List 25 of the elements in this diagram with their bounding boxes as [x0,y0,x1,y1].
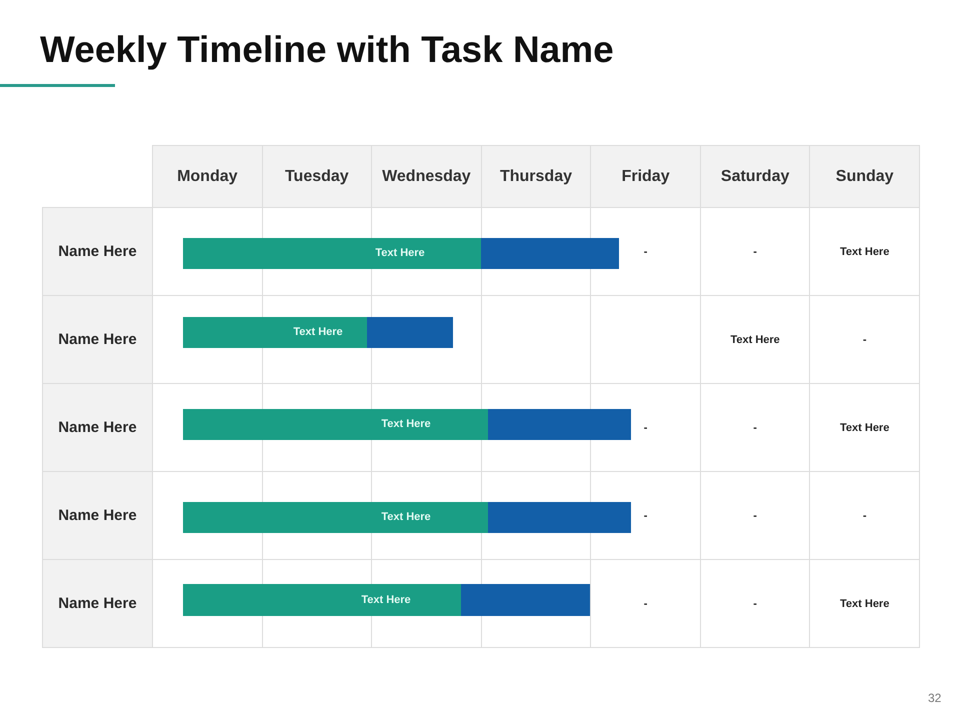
column-header: Saturday [700,145,810,208]
row-header: Name Here [42,207,153,296]
task-bar-segment [488,409,631,440]
task-bar-segment [488,502,631,533]
task-bar-segment [367,317,453,348]
row-header: Name Here [42,383,153,472]
column-header: Thursday [480,145,592,208]
column-header: Wednesday [371,145,482,208]
column-header: Tuesday [262,145,372,208]
task-bar-segment [461,584,590,616]
task-bar: Text Here [183,409,488,440]
row-header: Name Here [42,471,153,560]
page-number: 32 [928,692,942,706]
row-header: Name Here [42,295,153,384]
task-bar-segment [481,238,619,269]
column-header: Friday [590,145,701,208]
slide-title: Weekly Timeline with Task Name [40,29,614,72]
column-header: Sunday [809,145,920,208]
row-header: Name Here [42,559,153,648]
table-cell: Text Here [809,559,920,648]
task-bar: Text Here [183,584,461,616]
task-bar: Text Here [183,238,481,269]
task-bar: Text Here [183,502,488,533]
task-bar: Text Here [183,317,367,348]
column-header: Monday [152,145,263,208]
